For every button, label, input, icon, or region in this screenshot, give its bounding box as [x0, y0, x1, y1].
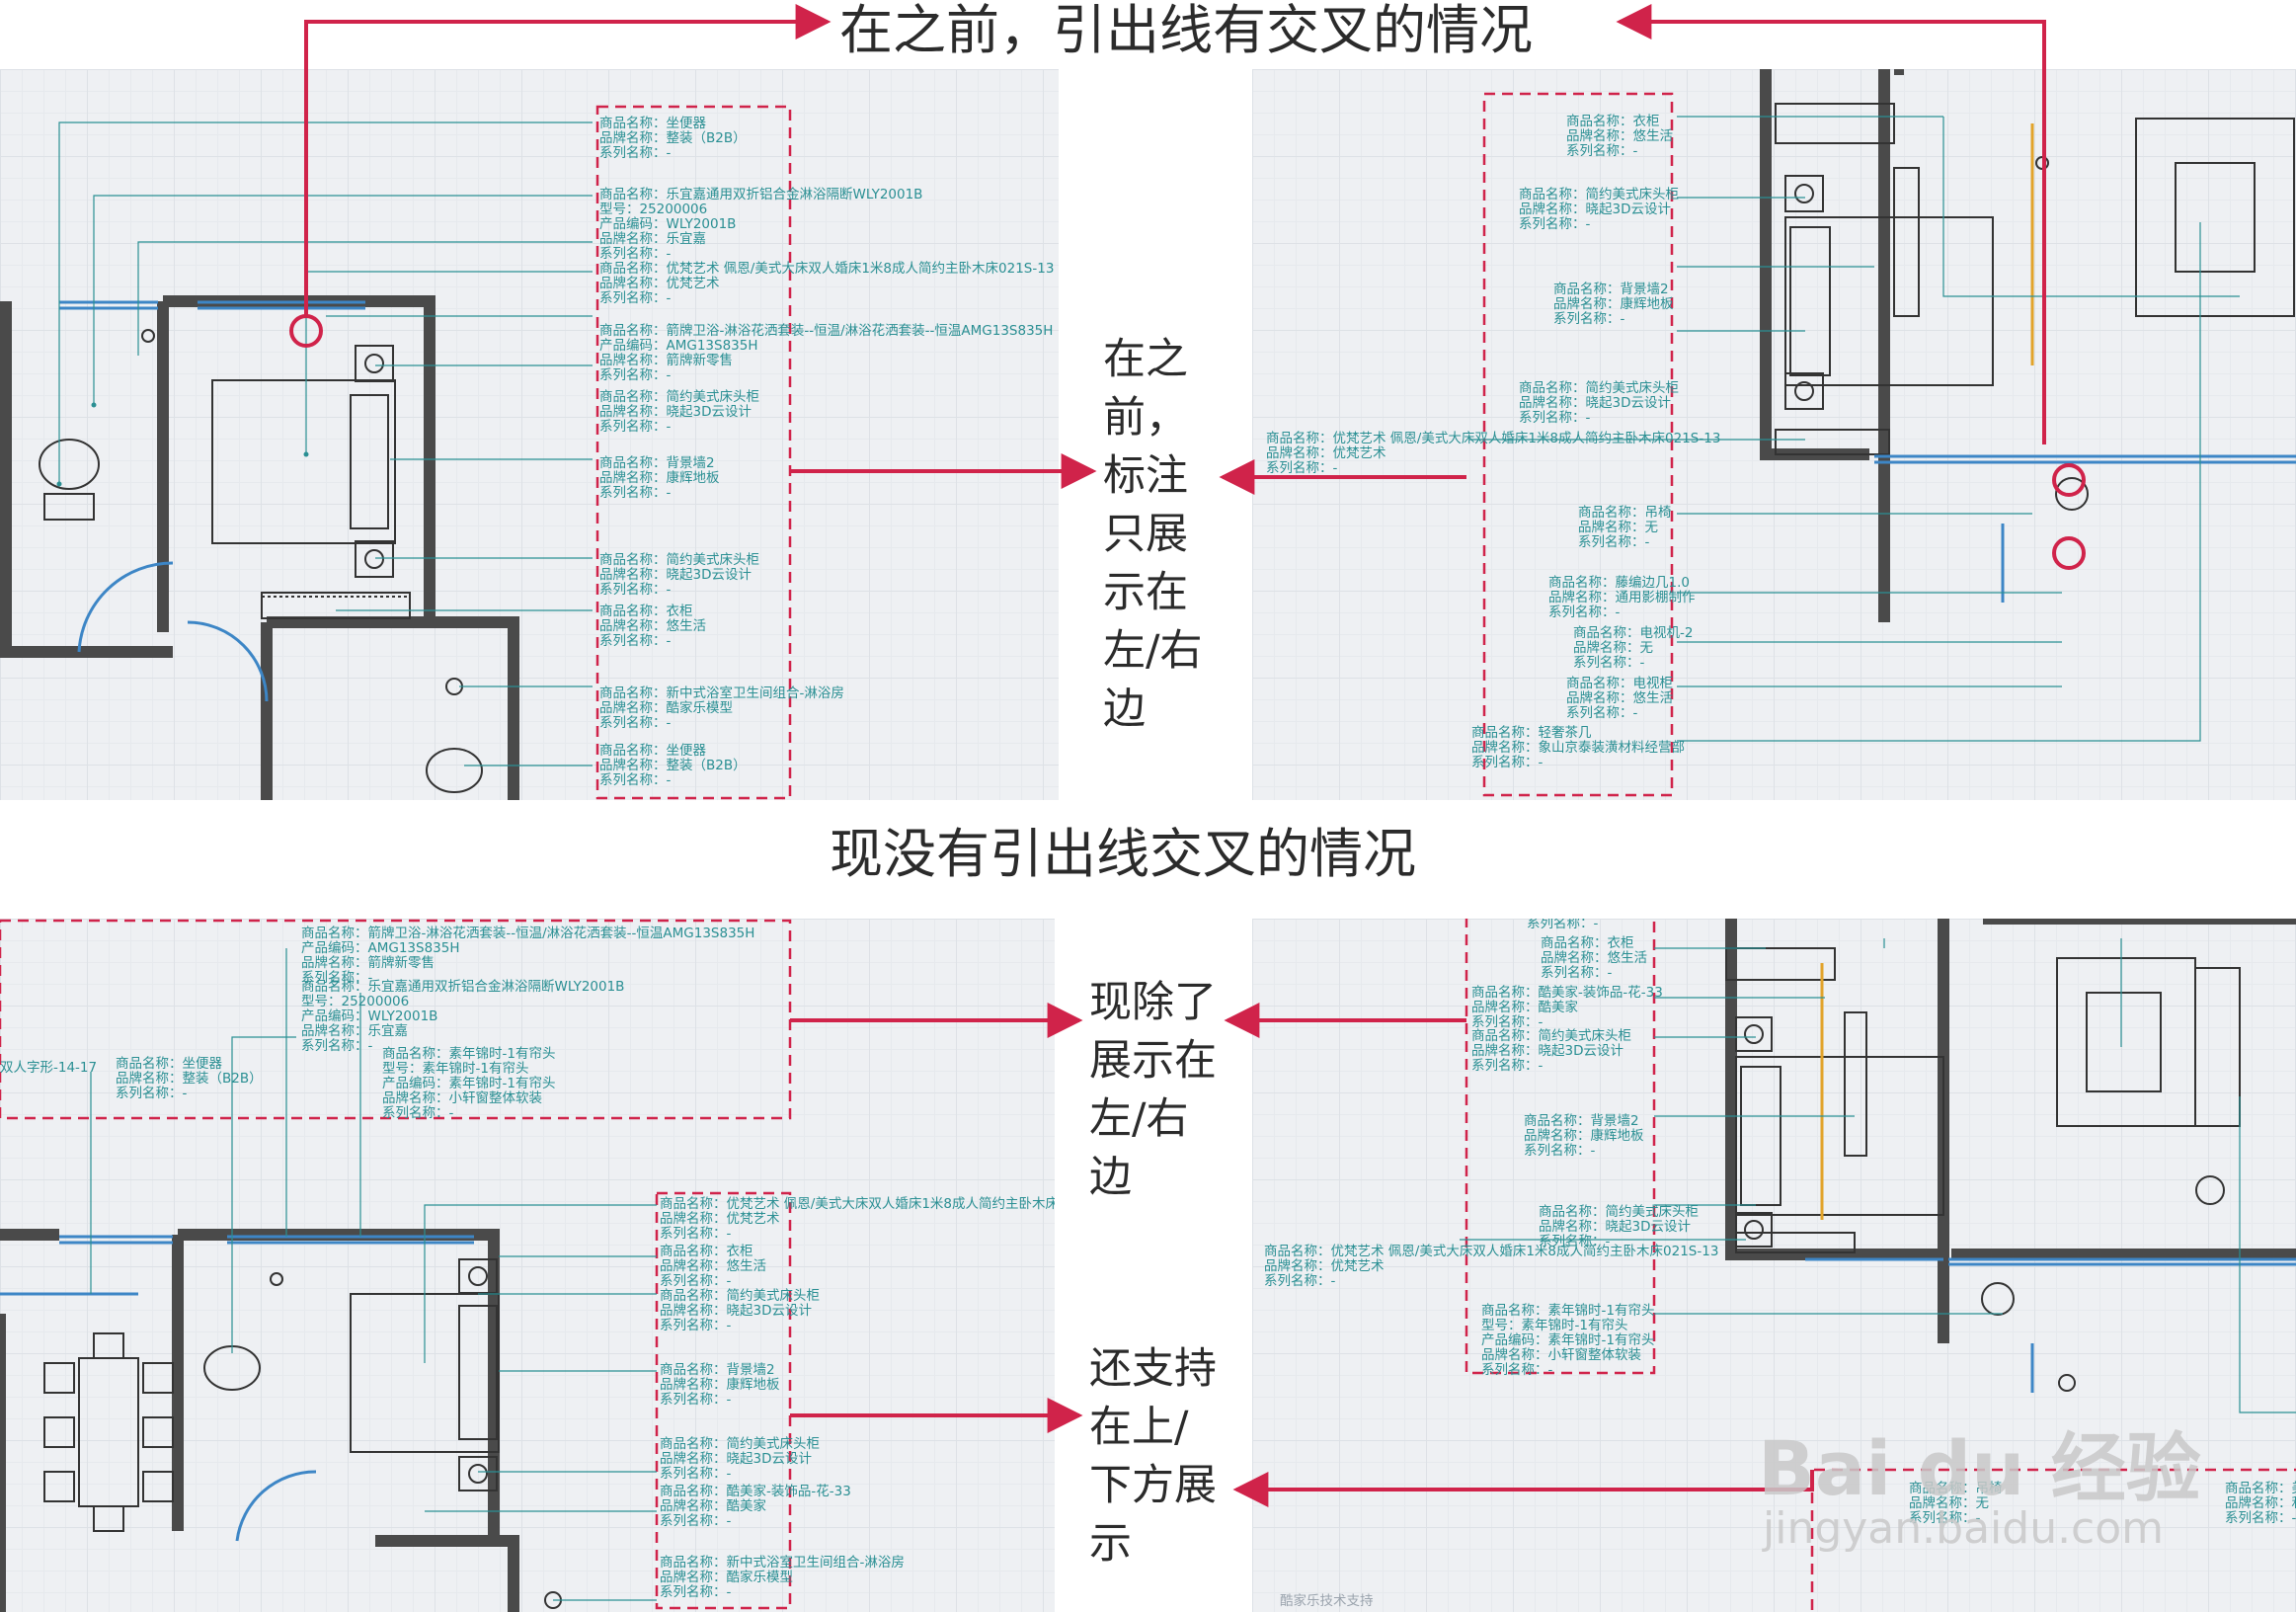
label-before-right-3: 商品名称：背景墙2 品牌名称：康辉地板 系列名称：- [1553, 282, 1674, 327]
label-now-left-right-5: 商品名称：简约美式床头柜 品牌名称：晓起3D云设计 系列名称：- [660, 1436, 820, 1482]
label-before-right-8: 商品名称：电视机-2 品牌名称：无 系列名称：- [1573, 625, 1694, 671]
label-now-left-top-2: 商品名称：乐宜嘉通用双折铝合金淋浴隔断WLY2001B 型号：25200006 … [301, 979, 625, 1054]
floorplan-now-right [1460, 919, 2296, 1610]
floorplan-before-left [0, 105, 792, 800]
label-before-left-8: 商品名称：衣柜 品牌名称：悠生活 系列名称：- [599, 604, 706, 649]
label-before-left-5: 商品名称：简约美式床头柜 品牌名称：晓起3D云设计 系列名称：- [599, 389, 759, 435]
label-now-right-bottom-1: 商品名称：吊椅 品牌名称：无 系列名称：- [1909, 1481, 2003, 1526]
label-now-right-2: 商品名称：衣柜 品牌名称：悠生活 系列名称：- [1541, 935, 1647, 981]
label-before-left-4: 商品名称：箭牌卫浴-淋浴花洒套装--恒温/淋浴花洒套装--恒温AMG13S835… [599, 323, 1054, 383]
label-now-right-1: 系列名称：- [1527, 919, 1599, 931]
label-now-right-3: 商品名称：酷美家-装饰品-花-33 品牌名称：酷美家 系列名称：- [1471, 985, 1663, 1030]
label-now-left-right-7: 商品名称：新中式浴室卫生间组合-淋浴房 品牌名称：酷家乐模型 系列名称：- [660, 1555, 905, 1600]
panel-now-left: 商品名称：箭牌卫浴-淋浴花洒套装--恒温/淋浴花洒套装--恒温AMG13S835… [0, 919, 1055, 1612]
watermark-logo: Bai du 经验 [1758, 1424, 2201, 1512]
label-before-right-1: 商品名称：衣柜 品牌名称：悠生活 系列名称：- [1566, 114, 1673, 159]
heading-now: 现没有引出线交叉的情况 [830, 823, 1416, 885]
note-now-topbottom: 还支持 在上/ 下方展 示 [1089, 1344, 1217, 1569]
label-before-left-1: 商品名称：坐便器 品牌名称：整装（B2B） 系列名称：- [599, 116, 747, 161]
label-now-left-right-1: 商品名称：优梵艺术 佩恩/美式大床双人婚床1米8成人简约主卧木床021S-13 … [660, 1196, 1055, 1242]
label-now-left-top-1: 商品名称：箭牌卫浴-淋浴花洒套装--恒温/淋浴花洒套装--恒温AMG13S835… [301, 926, 755, 986]
label-before-right-6: 商品名称：吊椅 品牌名称：无 系列名称：- [1578, 505, 1672, 550]
label-now-left-top-3: 商品名称：坐便器 品牌名称：整装（B2B） 系列名称：- [116, 1056, 263, 1101]
label-before-right-7: 商品名称：藤编边几1.0 品牌名称：通用影棚制作 系列名称：- [1548, 575, 1696, 620]
label-now-right-bottom-2: 商品名称：美 品牌名称：利 系列名称：- [2225, 1481, 2296, 1526]
label-now-left-top-4: 商品名称：素年锦时-1有帘头 型号：素年锦时-1有帘头 产品编码：素年锦时-1有… [382, 1046, 556, 1121]
panel-before-right: 商品名称：衣柜 品牌名称：悠生活 系列名称：- 商品名称：简约美式床头柜 品牌名… [1252, 69, 2296, 800]
label-now-left-cut: 双人字形-14-17 [0, 1060, 98, 1076]
note-before-side: 在之 前， 标注 只展 示在 左/右 边 [1103, 335, 1203, 734]
label-now-left-right-6: 商品名称：酷美家-装饰品-花-33 品牌名称：酷美家 系列名称：- [660, 1484, 851, 1529]
heading-before: 在之前，引出线有交叉的情况 [839, 0, 1533, 61]
label-now-left-right-4: 商品名称：背景墙2 品牌名称：康辉地板 系列名称：- [660, 1362, 780, 1408]
footer-credit: 酷家乐技术支持 [1280, 1593, 1374, 1609]
label-before-left-9: 商品名称：新中式浴室卫生间组合-淋浴房 品牌名称：酷家乐模型 系列名称：- [599, 685, 844, 731]
label-now-left-right-3: 商品名称：简约美式床头柜 品牌名称：晓起3D云设计 系列名称：- [660, 1288, 820, 1333]
label-before-left-3: 商品名称：优梵艺术 佩恩/美式大床双人婚床1米8成人简约主卧木床021S-13 … [599, 261, 1055, 306]
label-now-right-7: 商品名称：优梵艺术 佩恩/美式大床双人婚床1米8成人简约主卧木床021S-13 … [1264, 1244, 1719, 1289]
label-before-left-2: 商品名称：乐宜嘉通用双折铝合金淋浴隔断WLY2001B 型号：25200006 … [599, 187, 923, 262]
watermark-url: jingyan.baidu.com [1763, 1503, 2165, 1554]
label-before-right-5: 商品名称：优梵艺术 佩恩/美式大床双人婚床1米8成人简约主卧木床021S-13 … [1266, 431, 1721, 476]
label-now-right-5: 商品名称：背景墙2 品牌名称：康辉地板 系列名称：- [1524, 1113, 1644, 1159]
label-before-right-2: 商品名称：简约美式床头柜 品牌名称：晓起3D云设计 系列名称：- [1519, 187, 1679, 232]
panel-now-right: 系列名称：- 商品名称：衣柜 品牌名称：悠生活 系列名称：- 商品名称：酷美家-… [1252, 919, 2296, 1612]
label-before-right-10: 商品名称：轻奢茶几 品牌名称：象山京泰装潢材料经营部 系列名称：- [1471, 725, 1685, 770]
label-before-left-10: 商品名称：坐便器 品牌名称：整装（B2B） 系列名称：- [599, 743, 747, 788]
label-now-right-8: 商品名称：素年锦时-1有帘头 型号：素年锦时-1有帘头 产品编码：素年锦时-1有… [1481, 1303, 1655, 1378]
label-before-left-7: 商品名称：简约美式床头柜 品牌名称：晓起3D云设计 系列名称：- [599, 552, 759, 598]
label-before-right-4: 商品名称：简约美式床头柜 品牌名称：晓起3D云设计 系列名称：- [1519, 380, 1679, 426]
label-before-right-9: 商品名称：电视柜 品牌名称：悠生活 系列名称：- [1566, 676, 1673, 721]
note-now-side: 现除了 展示在 左/右 边 [1089, 978, 1217, 1202]
panel-before-left: 商品名称：坐便器 品牌名称：整装（B2B） 系列名称：- 商品名称：乐宜嘉通用双… [0, 69, 1059, 800]
label-now-right-4: 商品名称：简约美式床头柜 品牌名称：晓起3D云设计 系列名称：- [1471, 1028, 1631, 1074]
label-before-left-6: 商品名称：背景墙2 品牌名称：康辉地板 系列名称：- [599, 455, 720, 501]
label-now-left-right-2: 商品名称：衣柜 品牌名称：悠生活 系列名称：- [660, 1244, 766, 1289]
label-now-right-6: 商品名称：简约美式床头柜 品牌名称：晓起3D云设计 系列名称：- [1539, 1204, 1699, 1249]
